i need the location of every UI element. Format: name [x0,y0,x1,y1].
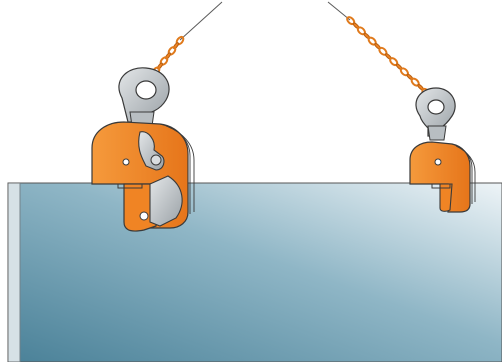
left-clamp-jaw-pin [139,211,149,221]
right-clamp-jaw [439,183,453,212]
right-clamp-body [409,141,471,213]
right-clamp-pin [434,158,442,166]
left-clamp-cam [149,175,183,227]
left-cable [179,1,223,41]
left-clamp-pin [122,158,130,166]
right-lifting-clamp [409,87,476,213]
right-chain [346,16,435,101]
right-cable [327,1,351,21]
steel-plate [7,182,502,362]
left-shackle [118,67,170,127]
left-lifting-clamp [91,67,195,232]
right-shackle [415,87,456,141]
